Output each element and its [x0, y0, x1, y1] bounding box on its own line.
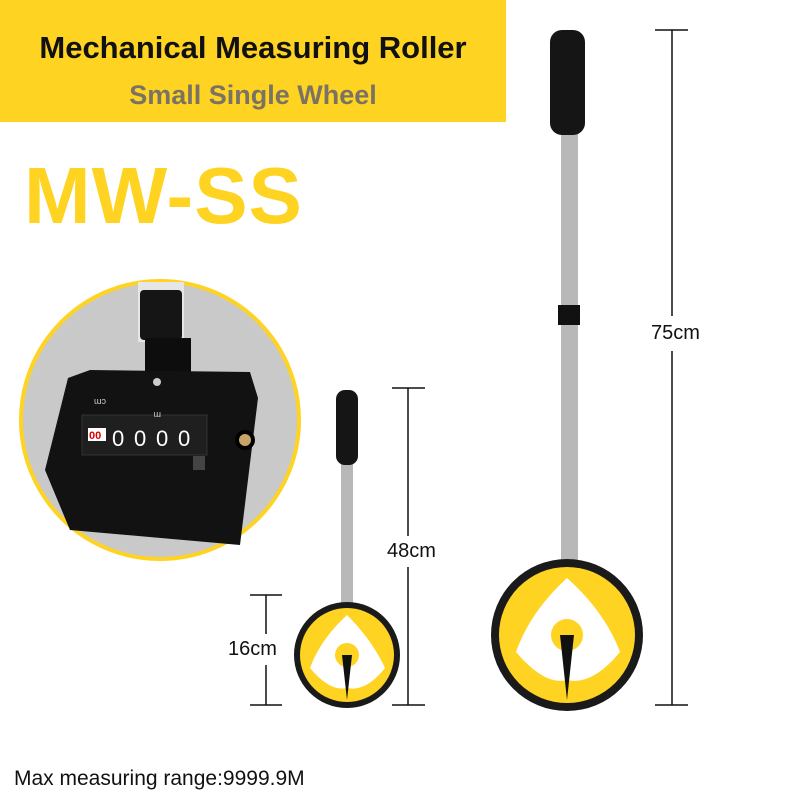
- title-banner: Mechanical Measuring Roller Small Single…: [0, 0, 506, 122]
- counter-detail-closeup: 00 0 0 0 0 cm m: [19, 279, 301, 561]
- dimension-lines: [250, 29, 688, 706]
- counter-unit-cm: cm: [94, 397, 106, 407]
- counter-digit: 0: [134, 426, 146, 451]
- counter-digit: 0: [112, 426, 124, 451]
- large-height-label: 75cm: [651, 316, 700, 351]
- counter-decimal-digits: 00: [89, 430, 101, 442]
- counter-digit: 0: [178, 426, 190, 451]
- model-number: MW-SS: [24, 151, 303, 240]
- large-roller: [491, 30, 643, 711]
- small-height-label: 48cm: [387, 536, 436, 567]
- product-subtitle: Small Single Wheel: [129, 80, 377, 110]
- reset-button: [193, 456, 205, 470]
- small-roller: [294, 390, 400, 708]
- counter-unit-m: m: [154, 410, 162, 420]
- product-title: Mechanical Measuring Roller: [39, 30, 467, 65]
- wheel-diameter-label: 16cm: [228, 634, 277, 665]
- counter-digit: 0: [156, 426, 168, 451]
- max-range-text: Max measuring range:9999.9M: [14, 767, 305, 790]
